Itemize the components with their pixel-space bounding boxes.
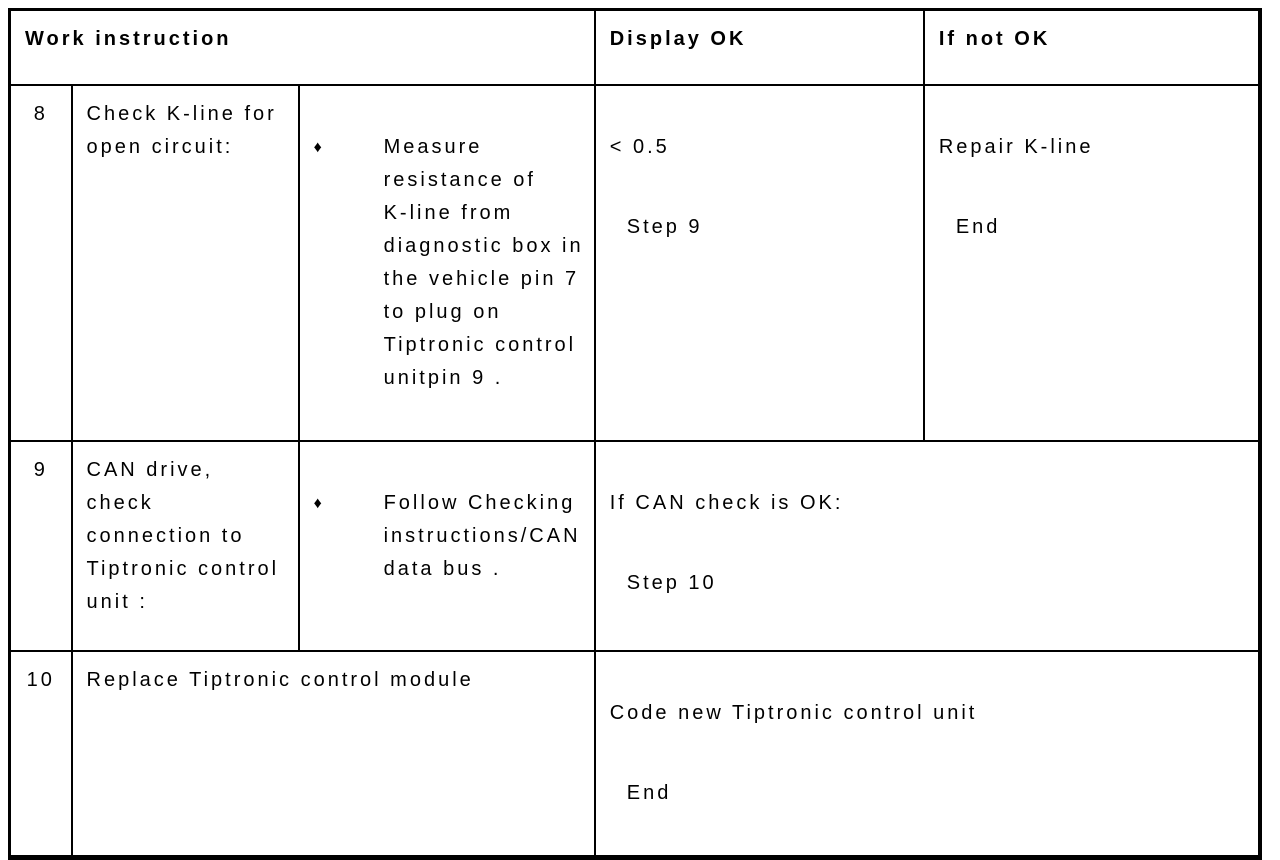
step9-result-cell: If CAN check is OK: Step 10 <box>593 439 1262 652</box>
step10-result-action: Code new Tiptronic control unit <box>609 701 978 724</box>
step8-if-not-ok-cell: Repair K-line End <box>922 83 1262 442</box>
table-row-step8: 8 Check K-line for open circuit: ♦ Measu… <box>8 83 1262 442</box>
diamond-bullet-icon: ♦ <box>313 494 322 512</box>
step8-number: 8 <box>8 83 73 442</box>
step8-instruction-text: Measure resistance of K-line from diagno… <box>383 135 584 389</box>
diamond-bullet-icon: ♦ <box>313 138 322 156</box>
step10-result-next: End <box>626 781 672 804</box>
step8-if-not-ok-action: Repair K-line <box>938 135 1094 158</box>
table-header-row: Work instruction Display OK If not OK <box>8 8 1262 86</box>
step8-task: Check K-line for open circuit: <box>70 83 300 442</box>
step9-result-next: Step 10 <box>626 571 717 594</box>
table-row-step9: 9 CAN drive, check connection to Tiptron… <box>8 439 1262 652</box>
step9-instruction-cell: ♦ Follow Checking instructions/CAN data … <box>297 439 596 652</box>
step8-instruction-cell: ♦ Measure resistance of K-line from diag… <box>297 83 596 442</box>
step8-display-ok-next: Step 9 <box>626 215 703 238</box>
step9-result-condition: If CAN check is OK: <box>609 491 844 514</box>
step10-result-cell: Code new Tiptronic control unit End <box>593 649 1262 858</box>
work-instruction-table: Work instruction Display OK If not OK 8 … <box>8 8 1262 860</box>
page: Work instruction Display OK If not OK 8 … <box>8 8 1262 860</box>
step8-display-ok-cell: < 0.5 Step 9 <box>593 83 925 442</box>
header-if-not-ok: If not OK <box>922 8 1262 86</box>
step10-number: 10 <box>8 649 73 858</box>
header-display-ok: Display OK <box>593 8 925 86</box>
step9-instruction-text: Follow Checking instructions/CAN data bu… <box>383 491 581 580</box>
step8-display-ok-value: < 0.5 <box>609 135 670 158</box>
table-row-step10: 10 Replace Tiptronic control module Code… <box>8 649 1262 858</box>
bullet-list-item: ♦ Measure resistance of K-line from diag… <box>314 131 586 395</box>
step9-task: CAN drive, check connection to Tiptronic… <box>70 439 300 652</box>
header-work-instruction: Work instruction <box>8 8 596 86</box>
bullet-list-item: ♦ Follow Checking instructions/CAN data … <box>314 487 586 586</box>
step10-task: Replace Tiptronic control module <box>70 649 596 858</box>
step8-if-not-ok-next: End <box>955 215 1001 238</box>
step9-number: 9 <box>8 439 73 652</box>
